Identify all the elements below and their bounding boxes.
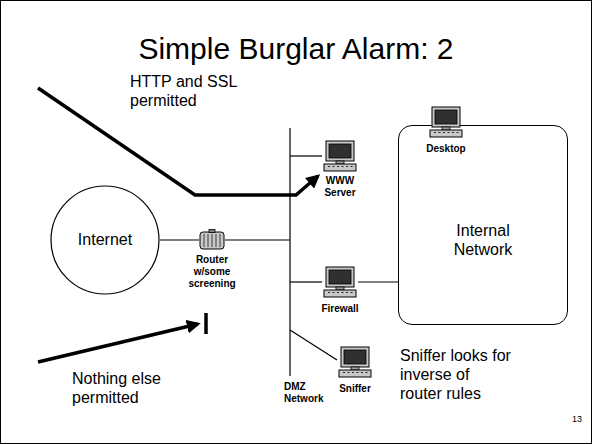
- key: [439, 132, 441, 133]
- keyboard: [324, 164, 356, 171]
- key: [328, 166, 330, 167]
- router-to-bus-wire: [225, 239, 290, 240]
- keyboard: [339, 370, 371, 377]
- screen: [435, 110, 457, 124]
- node-label: Router w/some screening: [186, 254, 238, 290]
- computer-icon: [337, 346, 373, 378]
- block-bar: [204, 313, 208, 334]
- network-link: [160, 239, 199, 240]
- slide-title: Simple Burglar Alarm: 2: [0, 31, 592, 67]
- key: [361, 372, 363, 373]
- desktop-computer: Desktop: [424, 106, 468, 156]
- screen: [344, 350, 366, 364]
- monitor: [432, 107, 460, 127]
- key: [457, 132, 459, 133]
- monitor: [326, 141, 354, 161]
- router-body: [200, 232, 224, 249]
- key: [337, 292, 339, 293]
- key: [328, 292, 330, 293]
- key: [346, 292, 348, 293]
- router-stripe: [203, 234, 204, 247]
- key: [348, 372, 350, 373]
- key: [343, 372, 345, 373]
- firewall-computer: Firewall: [319, 266, 361, 316]
- node-label: Internal Network: [441, 221, 525, 259]
- network-region: DesktopInternal Network: [398, 125, 568, 325]
- sniffer-computer: Sniffer: [335, 346, 375, 396]
- page-number: 13: [572, 414, 588, 425]
- key: [452, 132, 454, 133]
- key: [333, 292, 335, 293]
- network-link: [358, 281, 398, 282]
- router-stripe: [207, 234, 208, 247]
- key: [346, 166, 348, 167]
- dmz-bus: [289, 128, 290, 376]
- key: [366, 372, 368, 373]
- key: [352, 372, 354, 373]
- traffic-note: Nothing else permitted: [72, 369, 172, 407]
- key: [342, 166, 344, 167]
- keyboard: [324, 290, 356, 297]
- key: [357, 372, 359, 373]
- router-stripe: [215, 234, 216, 247]
- node-label: Firewall: [321, 303, 358, 315]
- key: [337, 166, 339, 167]
- key: [434, 132, 436, 133]
- server-computer: WWW Server: [318, 140, 362, 200]
- key: [448, 132, 450, 133]
- keyboard: [430, 130, 462, 137]
- key: [333, 166, 335, 167]
- computer-icon: [428, 106, 464, 138]
- node-label: Desktop: [426, 143, 465, 155]
- screen: [329, 144, 351, 158]
- sniffer-note: Sniffer looks for inverse of router rule…: [400, 346, 512, 403]
- monitor: [326, 267, 354, 287]
- node-label: Sniffer: [339, 383, 371, 395]
- screen: [329, 270, 351, 284]
- key: [351, 292, 353, 293]
- router-stripe: [219, 234, 220, 247]
- network-name: DMZ Network: [284, 381, 334, 405]
- network-cloud: Internet: [50, 185, 160, 295]
- sniffer-tap-wire: [290, 330, 337, 360]
- router-icon: [199, 229, 225, 251]
- blocked-traffic-path: [38, 324, 198, 362]
- traffic-note: HTTP and SSL permitted: [130, 72, 250, 110]
- server-tap-wire: [290, 155, 322, 156]
- router-device: Router w/some screening: [184, 229, 240, 291]
- firewall-tap-wire: [290, 281, 322, 282]
- computer-icon: [322, 266, 358, 298]
- node-label: Internet: [78, 231, 132, 249]
- key: [351, 166, 353, 167]
- circle-shape: [51, 186, 159, 294]
- router-stripe: [211, 234, 212, 247]
- computer-icon: [322, 140, 358, 172]
- node-label: WWW Server: [320, 175, 360, 199]
- router-cap: [209, 230, 215, 233]
- monitor: [341, 347, 369, 367]
- key: [443, 132, 445, 133]
- key: [342, 292, 344, 293]
